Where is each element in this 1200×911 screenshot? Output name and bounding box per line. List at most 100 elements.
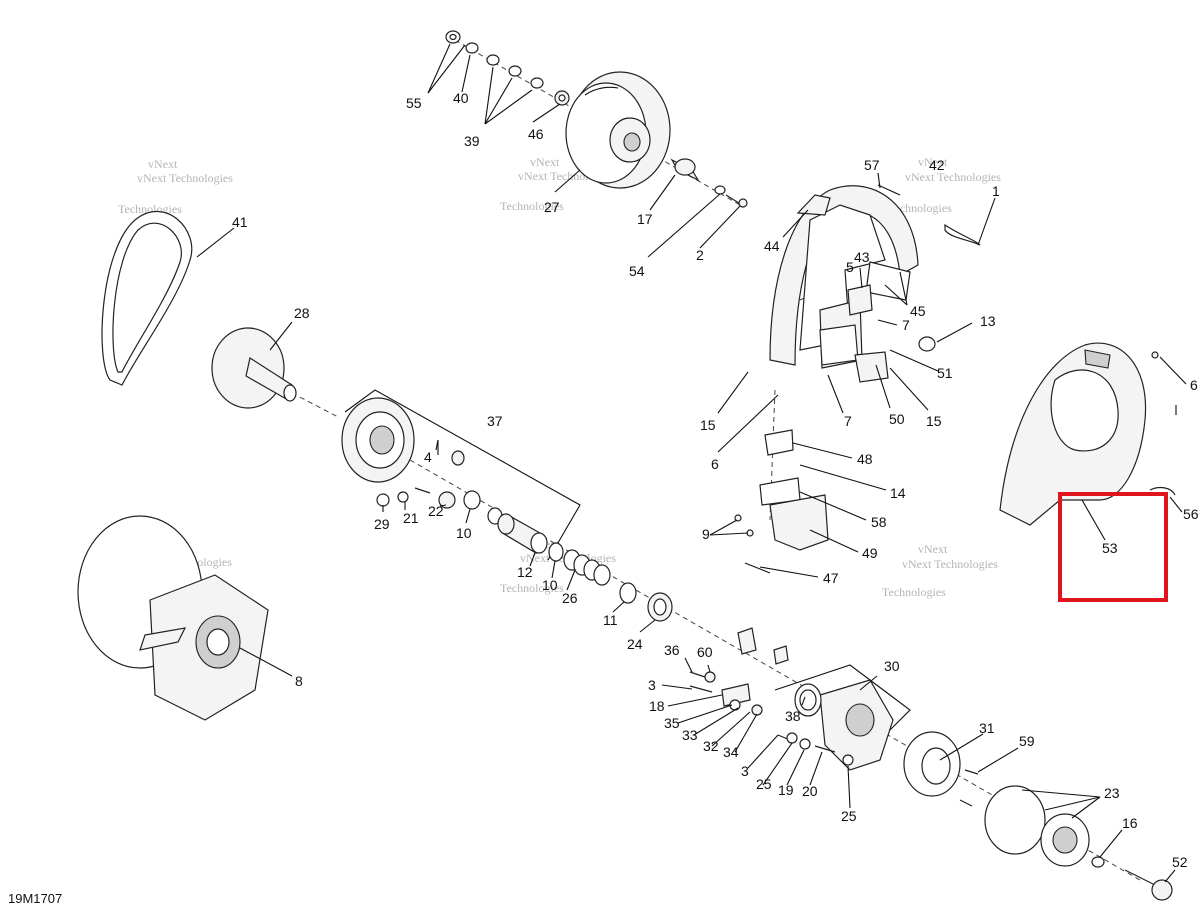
callout-15a: 15 [700,417,716,433]
callout-30: 30 [884,658,900,674]
callout-23: 23 [1104,785,1120,801]
bolt-part-3a [689,685,713,693]
bracket-part-48 [764,429,794,456]
pad-part-51 [819,324,859,366]
svg-text:vNext: vNext [148,157,178,171]
belt-guard-part-53 [999,342,1147,526]
callout-8: 8 [295,673,303,689]
diagram-code: 19M1707 [8,891,62,906]
callout-21: 21 [403,510,419,526]
callout-10a: 10 [456,525,472,541]
callout-40: 40 [453,90,469,106]
callout-29: 29 [374,516,390,532]
washer-part-19 [799,738,811,750]
highlight-box[interactable] [1058,492,1168,602]
stud-part-20 [814,745,836,753]
nut-part-34 [751,704,763,716]
gasket-part-31 [903,731,961,797]
callout-52: 52 [1172,854,1188,870]
callout-25b: 25 [841,808,857,824]
callout-60: 60 [697,644,713,660]
callout-54: 54 [629,263,645,279]
washer-part-25b [842,754,854,766]
callout-34: 34 [723,744,739,760]
callout-53: 53 [1102,540,1118,556]
drive-belt-part-41 [101,211,193,386]
callout-59: 59 [1019,733,1035,749]
callout-28: 28 [294,305,310,321]
svg-text:Technologies: Technologies [888,201,952,215]
sensor-part-upper [737,627,789,665]
ring-part-10b [548,542,564,562]
callout-47: 47 [823,570,839,586]
fixed-sheave-part-28 [211,327,297,409]
callout-32: 32 [703,738,719,754]
callout-45: 45 [910,303,926,319]
washer-part-55 [445,30,461,44]
callout-49: 49 [862,545,878,561]
callout-13: 13 [980,313,996,329]
callout-12: 12 [517,564,533,580]
callout-15b: 15 [926,413,942,429]
callout-44: 44 [764,238,780,254]
callout-48: 48 [857,451,873,467]
callout-46: 46 [528,126,544,142]
washer-part-16 [1091,856,1105,868]
callout-5: 5 [846,259,854,275]
drive-pulley-bracket-37 [344,389,581,561]
callout-11: 11 [603,612,618,628]
callout-37: 37 [487,413,503,429]
circlip-part-11 [619,582,637,604]
pin-part-1 [944,223,981,246]
lever-part-33 [721,683,751,707]
callout-25a: 25 [756,776,772,792]
callout-14: 14 [890,485,906,501]
svg-text:Technologies: Technologies [882,585,946,599]
callout-36: 36 [664,642,680,658]
svg-text:vNext: vNext [918,542,948,556]
callout-31: 31 [979,720,995,736]
callout-6a: 6 [711,456,719,472]
circlip-part-39 [486,54,544,89]
callout-56: 56 [1183,506,1199,522]
callout-57: 57 [864,157,880,173]
roller-part-21 [397,491,409,503]
watermark-top-left: vNext vNext Technologies Technologies [118,157,233,216]
svg-text:vNext: vNext [918,155,948,169]
cover-part-23 [984,785,1090,867]
guide-part-49 [769,494,829,551]
callout-3b: 3 [741,763,749,779]
callout-2: 2 [696,247,704,263]
bolt-part-52 [1124,869,1173,901]
chaincase-part-30 [819,679,894,771]
grommet-part-13 [918,336,936,352]
washer-part-29 [376,493,390,507]
callout-7b: 7 [844,413,852,429]
callout-50: 50 [889,411,905,427]
retainer-part-57 [877,184,901,196]
svg-text:Technologies: Technologies [500,199,564,213]
washer-part-25a [786,732,798,744]
bushing-part-46 [554,90,570,106]
callout-10b: 10 [542,577,558,593]
spider-part-37 [341,397,415,483]
callout-labels: 55 40 39 46 27 17 54 2 41 28 37 4 29 21 … [232,90,1199,870]
bracket-part-50 [854,351,889,383]
fastener-part-6b [1151,351,1177,415]
callout-38: 38 [785,708,801,724]
circlip-part-40 [465,42,479,54]
callout-3a: 3 [648,677,656,693]
bushing-part-24 [647,592,673,622]
bushing-part-60 [704,671,716,683]
callout-42: 42 [929,157,945,173]
callout-58: 58 [871,514,887,530]
callout-33: 33 [682,727,698,743]
callout-20: 20 [802,783,818,799]
gear-part-38 [794,683,822,717]
callout-43: 43 [854,249,870,265]
housing-part-8 [77,515,269,721]
callout-17: 17 [637,211,653,227]
svg-text:vNext Technologies: vNext Technologies [137,171,233,185]
callout-18: 18 [649,698,665,714]
bolt-part-22 [414,487,456,509]
